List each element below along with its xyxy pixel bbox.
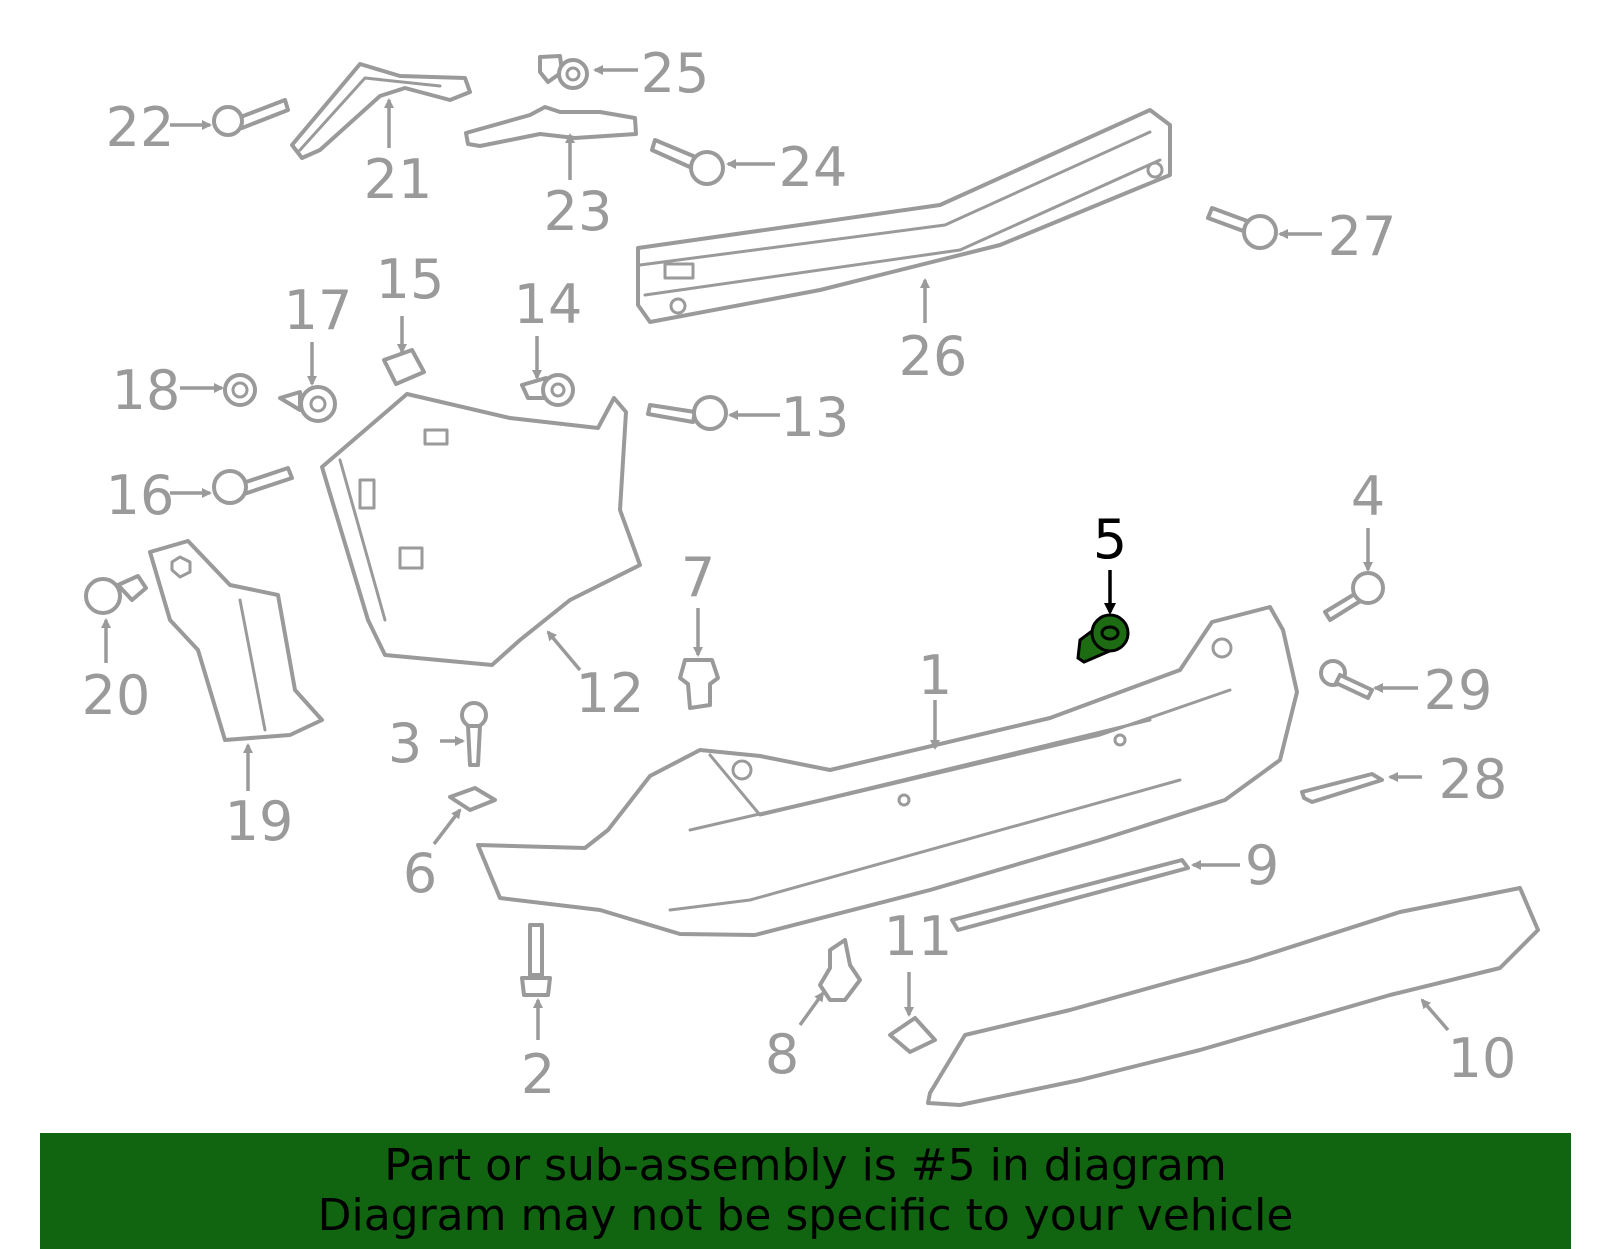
banner-line-2: Diagram may not be specific to your vehi… — [317, 1190, 1294, 1241]
fastener-18-nut — [223, 373, 257, 407]
fastener-7-clip — [678, 658, 720, 710]
callout-11: 11 — [884, 905, 953, 968]
fastener-24-bolt — [650, 138, 725, 186]
callout-14: 14 — [514, 273, 583, 336]
callout-28: 28 — [1439, 748, 1508, 811]
callout-18: 18 — [112, 359, 181, 422]
callout-8: 8 — [765, 1023, 799, 1086]
callout-24: 24 — [779, 136, 848, 199]
part-21-bracket — [290, 62, 472, 160]
callout-6: 6 — [403, 842, 437, 905]
fastener-22-bolt — [212, 98, 290, 137]
callout-15: 15 — [376, 248, 445, 311]
part-23-bracket — [464, 105, 638, 148]
fastener-20-clip — [84, 574, 148, 615]
fastener-27-bolt — [1206, 206, 1278, 250]
callout-5: 5 — [1093, 508, 1127, 571]
callout-1: 1 — [918, 644, 952, 707]
callout-2: 2 — [521, 1043, 555, 1106]
callout-16: 16 — [106, 464, 175, 527]
fastener-17-nut — [278, 385, 337, 423]
part-9-strip — [950, 858, 1190, 932]
callout-9: 9 — [1245, 834, 1279, 897]
fastener-14-clip — [520, 373, 575, 407]
fastener-4-screw — [1323, 571, 1385, 622]
fastener-11-clip — [888, 1016, 937, 1054]
part-12-retainer — [320, 392, 642, 667]
fastener-29-bolt — [1319, 659, 1374, 700]
fastener-8-clip — [818, 938, 862, 1002]
callout-21: 21 — [364, 148, 433, 211]
callout-19: 19 — [225, 790, 294, 853]
info-banner: Part or sub-assembly is #5 in diagram Di… — [40, 1133, 1571, 1249]
fastener-25-clip — [538, 54, 589, 90]
fastener-16-bolt — [212, 466, 294, 505]
callout-25: 25 — [641, 42, 710, 105]
part-10-lower-molding — [926, 886, 1540, 1107]
callout-10: 10 — [1448, 1027, 1517, 1090]
part-19-bracket — [148, 539, 324, 742]
fastener-6-nut — [448, 786, 497, 812]
part-26-reinforcement — [636, 108, 1172, 324]
fastener-2-bolt — [520, 923, 552, 997]
leader-lines — [101, 65, 1450, 1040]
callout-3: 3 — [388, 712, 422, 775]
callout-20: 20 — [82, 664, 151, 727]
fastener-15-clip — [382, 348, 426, 386]
banner-line-1: Part or sub-assembly is #5 in diagram — [384, 1140, 1227, 1191]
callout-12: 12 — [576, 662, 645, 725]
callout-26: 26 — [899, 325, 968, 388]
callout-23: 23 — [544, 180, 613, 243]
callout-4: 4 — [1351, 465, 1385, 528]
callout-7: 7 — [681, 546, 715, 609]
callout-22: 22 — [106, 96, 175, 159]
part-5-highlighted — [1076, 613, 1130, 664]
fastener-13-bolt — [646, 395, 728, 431]
callout-labels: 1 2 3 4 5 6 7 8 9 10 11 12 13 14 15 16 1… — [82, 42, 1517, 1106]
part-1-bumper-cover — [476, 605, 1299, 937]
fastener-3-screw — [460, 701, 488, 767]
callout-29: 29 — [1424, 659, 1493, 722]
callout-27: 27 — [1328, 205, 1397, 268]
part-28-strip — [1300, 772, 1384, 804]
callout-17: 17 — [284, 279, 353, 342]
callout-13: 13 — [781, 386, 850, 449]
